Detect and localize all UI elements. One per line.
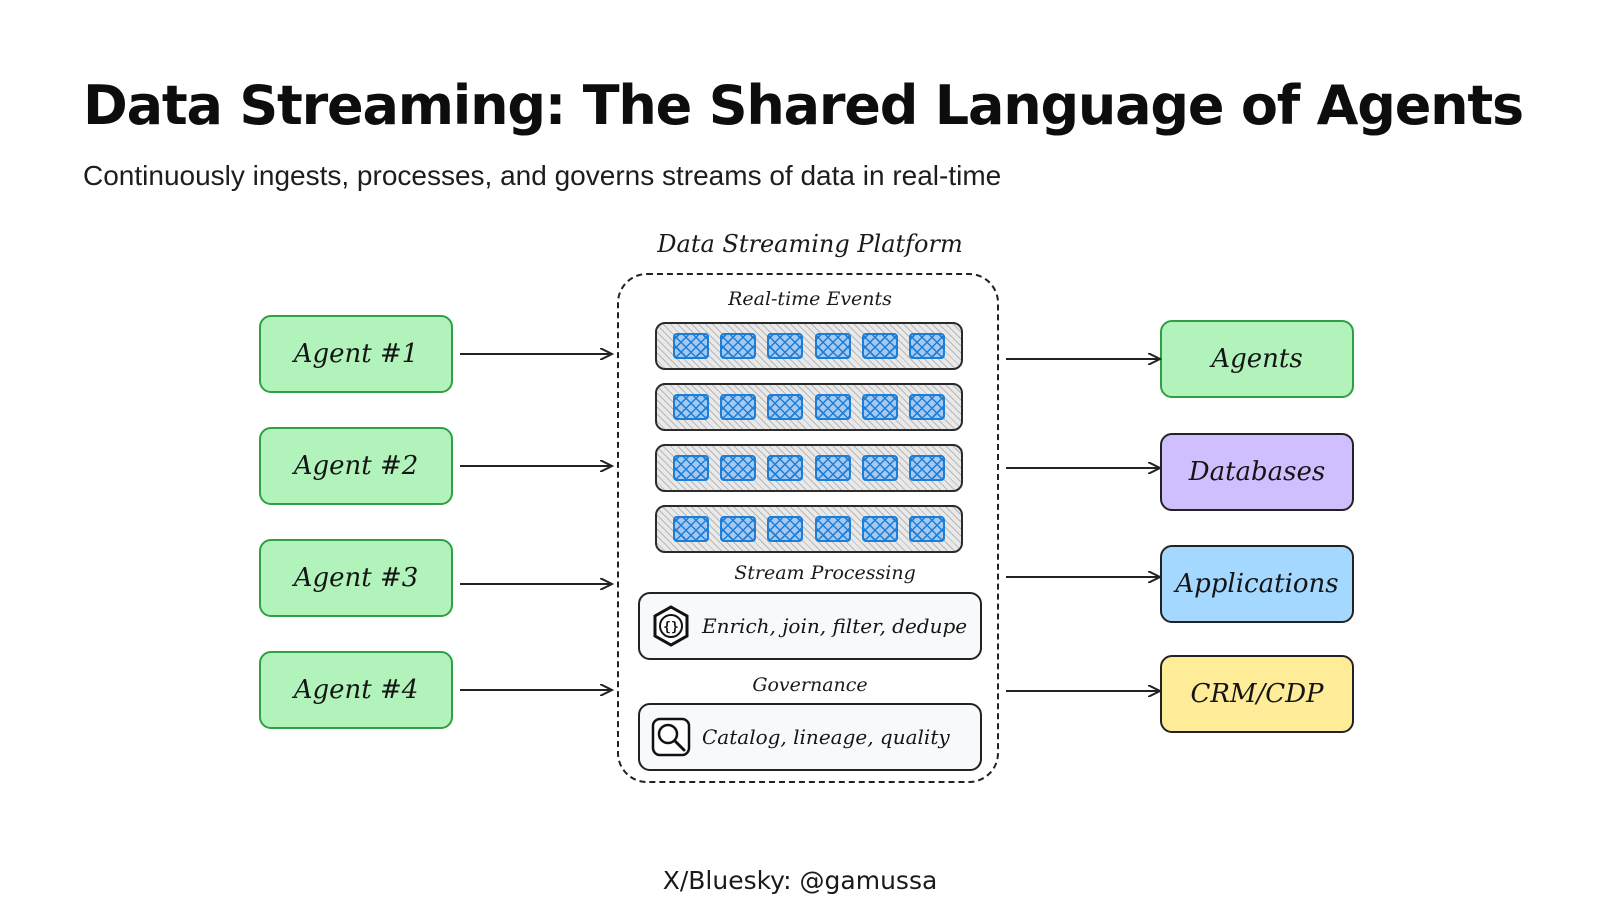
processing-label: Stream Processing <box>734 562 916 584</box>
event-icon <box>672 333 709 359</box>
platform-label: Data Streaming Platform <box>657 230 963 258</box>
agent-node: Agent #1 <box>259 315 453 393</box>
page-subtitle: Continuously ingests, processes, and gov… <box>83 160 1002 191</box>
event-icon <box>672 455 709 481</box>
agent-node: Agent #2 <box>259 427 453 505</box>
governance-label: Governance <box>752 674 868 696</box>
magnifier-icon <box>651 717 691 757</box>
event-icon <box>861 394 898 420</box>
event-icon <box>767 333 804 359</box>
svg-text:{}: {} <box>663 620 679 635</box>
event-icon <box>719 394 756 420</box>
processing-card: {} Enrich, join, filter, dedupe <box>638 592 982 660</box>
events-label: Real-time Events <box>728 288 892 310</box>
event-icon <box>672 516 709 542</box>
event-icon <box>861 516 898 542</box>
processing-text: Enrich, join, filter, dedupe <box>702 614 968 638</box>
agent-node: Agent #3 <box>259 539 453 617</box>
agent-node: Agent #4 <box>259 651 453 729</box>
event-icon <box>909 394 946 420</box>
event-icon <box>909 333 946 359</box>
event-stream-row <box>655 383 963 431</box>
footer-handle: X/Bluesky: @gamussa <box>662 866 938 895</box>
event-icon <box>672 394 709 420</box>
event-icon <box>814 333 851 359</box>
governance-card: Catalog, lineage, quality <box>638 703 982 771</box>
event-icon <box>814 455 851 481</box>
output-node-applications: Applications <box>1160 545 1354 623</box>
event-icon <box>719 333 756 359</box>
output-node-agents: Agents <box>1160 320 1354 398</box>
event-stream-row <box>655 444 963 492</box>
code-braces-icon: {} <box>653 605 689 647</box>
event-icon <box>861 333 898 359</box>
event-icon <box>719 455 756 481</box>
output-node-crm-cdp: CRM/CDP <box>1160 655 1354 733</box>
output-node-databases: Databases <box>1160 433 1354 511</box>
event-icon <box>909 516 946 542</box>
event-stream-row <box>655 505 963 553</box>
page-title: Data Streaming: The Shared Language of A… <box>83 74 1524 137</box>
event-icon <box>767 394 804 420</box>
event-icon <box>861 455 898 481</box>
platform-container <box>617 273 999 783</box>
event-icon <box>909 455 946 481</box>
governance-text: Catalog, lineage, quality <box>702 725 950 749</box>
event-stream-row <box>655 322 963 370</box>
event-icon <box>814 394 851 420</box>
event-icon <box>767 455 804 481</box>
event-icon <box>719 516 756 542</box>
event-icon <box>814 516 851 542</box>
event-icon <box>767 516 804 542</box>
